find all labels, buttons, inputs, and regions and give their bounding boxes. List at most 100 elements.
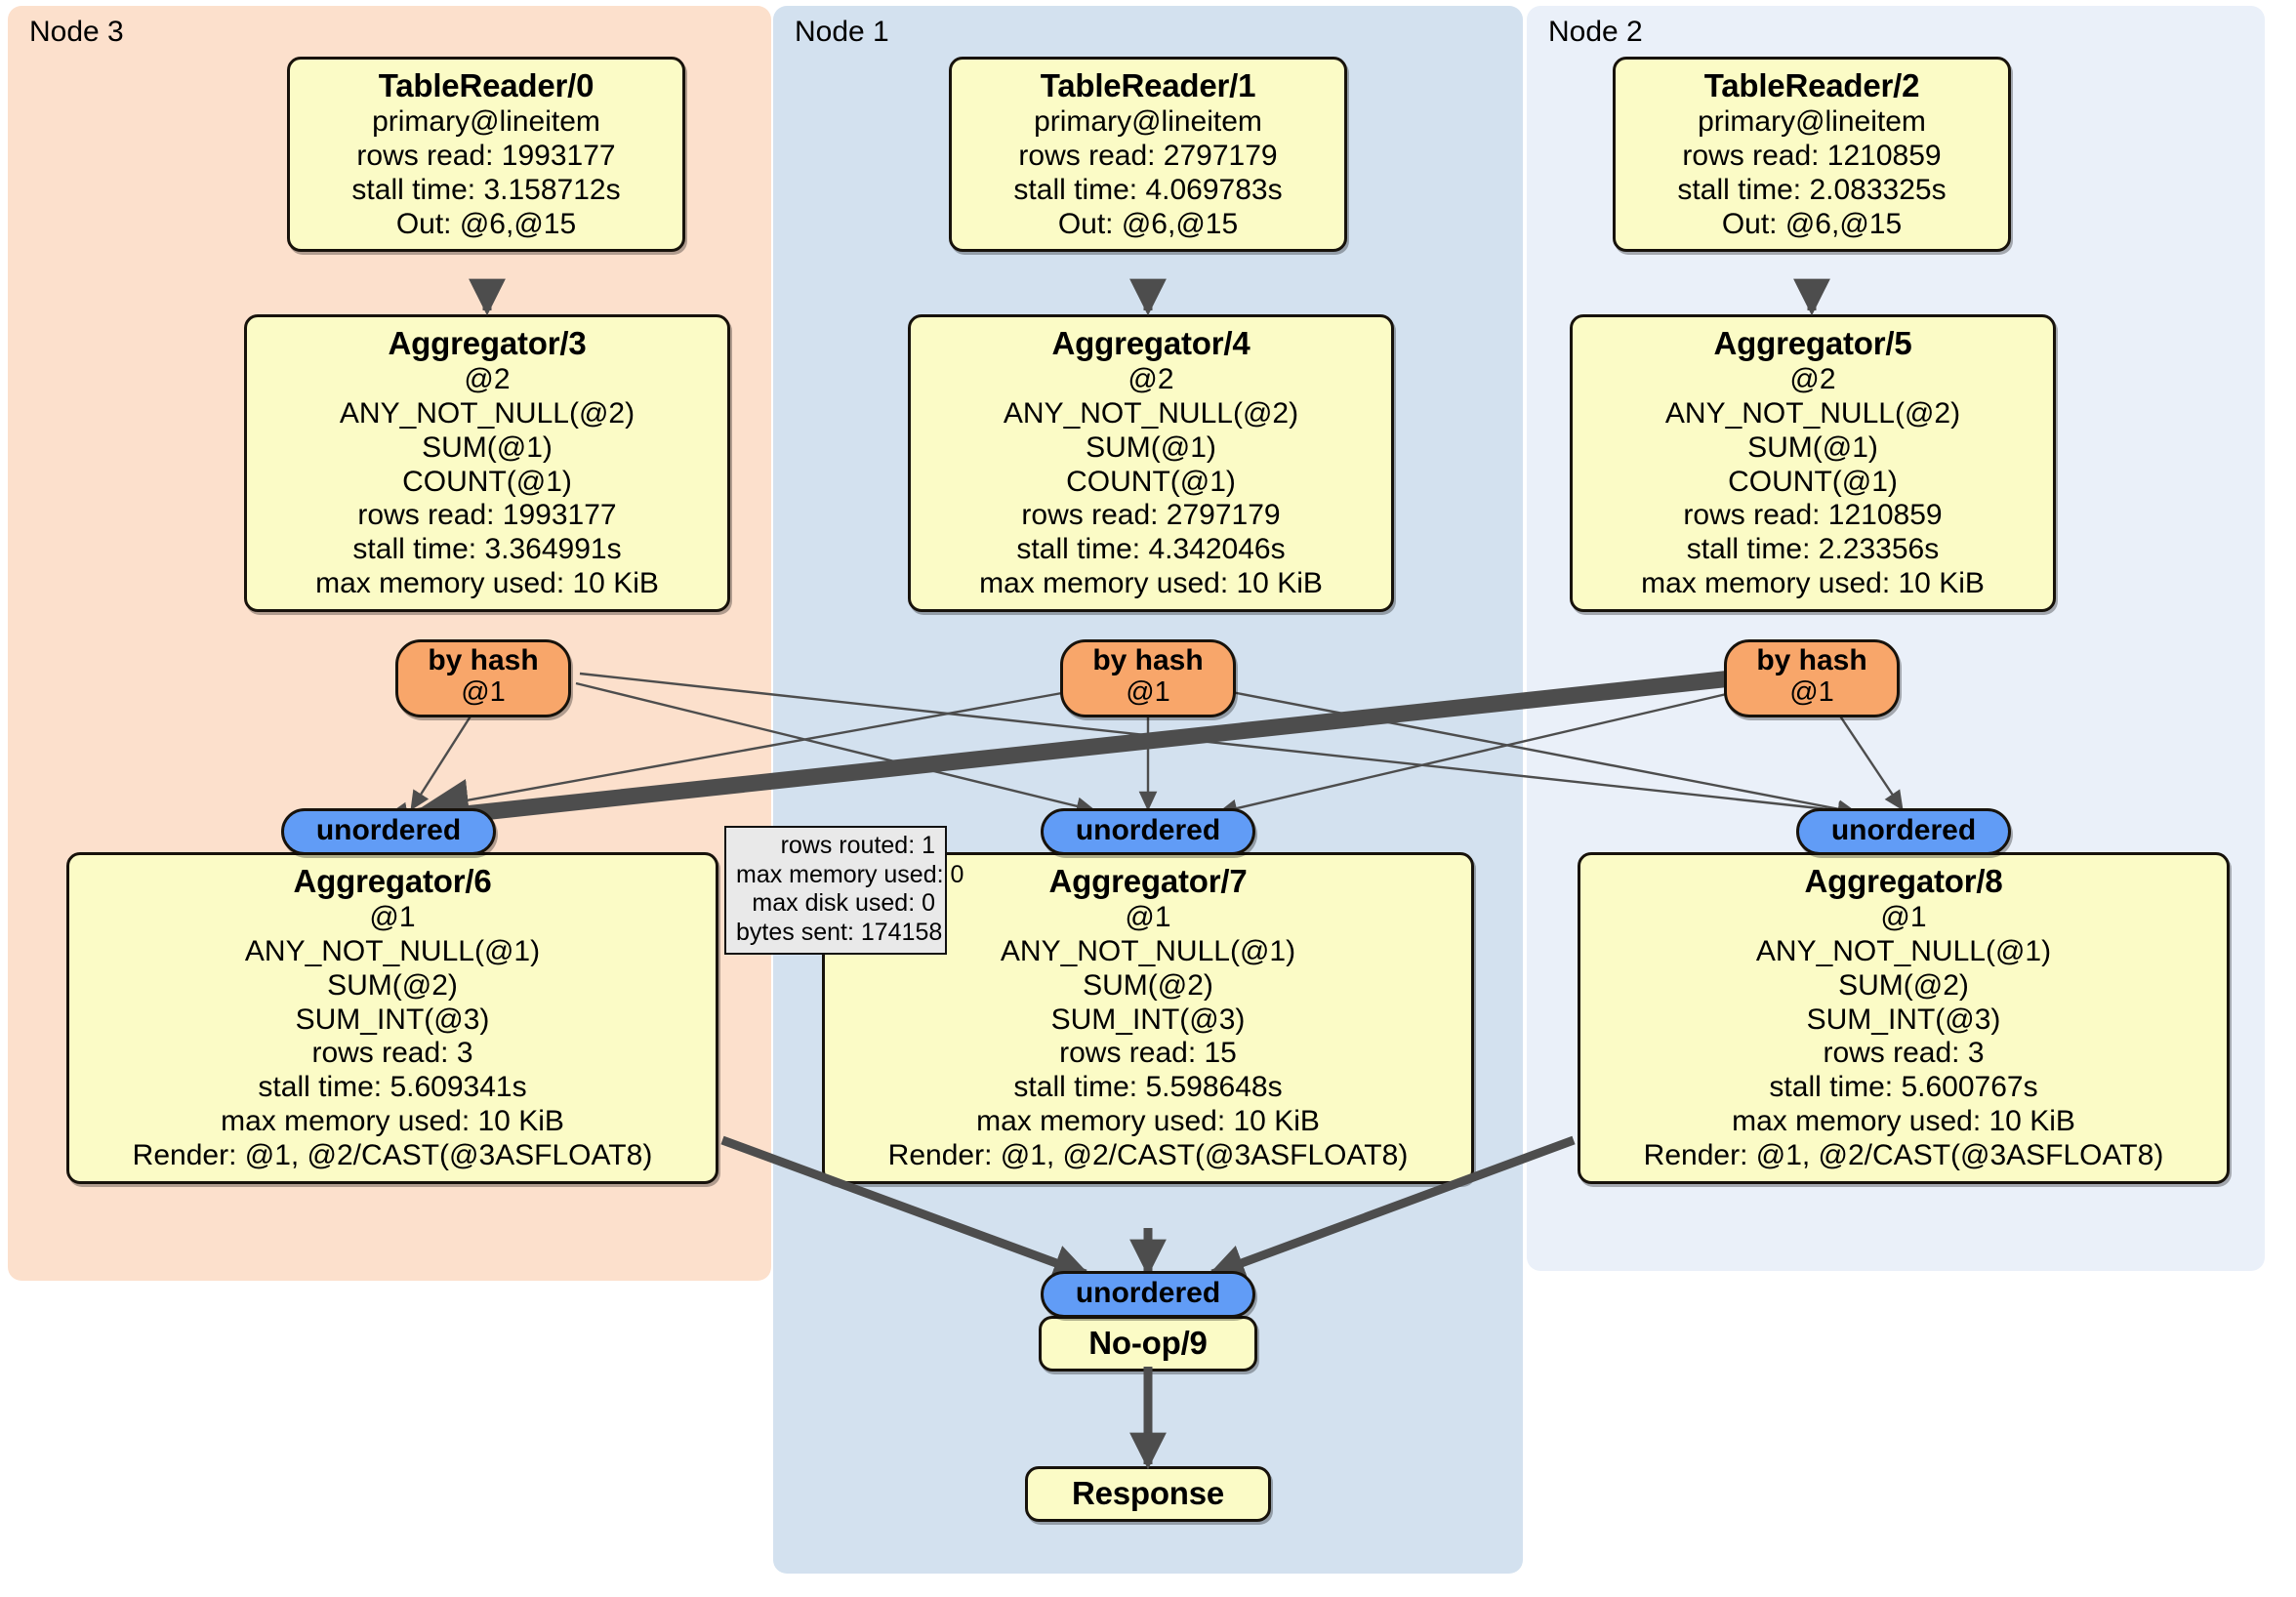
processor-line: stall time: 3.158712s xyxy=(351,173,621,206)
processor-line: Render: @1, @2/CAST(@3ASFLOAT8) xyxy=(887,1138,1409,1171)
processor-line: @1 xyxy=(1125,901,1171,934)
processor-line: ANY_NOT_NULL(@1) xyxy=(244,935,541,968)
processor-title: Aggregator/5 xyxy=(1713,325,1912,361)
stats-line: max disk used: 0 xyxy=(752,889,935,917)
router-subtitle: @1 xyxy=(461,676,506,708)
processor-line: @2 xyxy=(1789,363,1836,396)
processor-title: TableReader/0 xyxy=(378,67,594,103)
sync-unordered-7[interactable]: unordered xyxy=(1041,808,1255,855)
processor-tablereader-0[interactable]: TableReader/0 primary@lineitem rows read… xyxy=(287,57,685,253)
processor-line: rows read: 2797179 xyxy=(1021,499,1281,532)
processor-line: Out: @6,@15 xyxy=(395,207,577,240)
processor-aggregator-7[interactable]: Aggregator/7 @1 ANY_NOT_NULL(@1) SUM(@2)… xyxy=(822,852,1474,1184)
processor-tablereader-1[interactable]: TableReader/1 primary@lineitem rows read… xyxy=(949,57,1347,253)
processor-title: No-op/9 xyxy=(1088,1325,1208,1361)
router-title: by hash xyxy=(1756,644,1867,676)
processor-line: ANY_NOT_NULL(@1) xyxy=(1755,935,2052,968)
processor-line: rows read: 15 xyxy=(1059,1037,1237,1070)
processor-title: Response xyxy=(1071,1475,1225,1511)
processor-line: Render: @1, @2/CAST(@3ASFLOAT8) xyxy=(1643,1138,2164,1171)
processor-line: stall time: 5.598648s xyxy=(1013,1071,1283,1104)
stats-line: bytes sent: 174158 xyxy=(736,918,943,946)
stream-stats-box: rows routed: 1 max memory used: 0 max di… xyxy=(724,826,964,955)
processor-line: max memory used: 10 KiB xyxy=(315,567,659,600)
processor-line: SUM(@1) xyxy=(422,430,553,464)
processor-line: max memory used: 10 KiB xyxy=(1641,567,1985,600)
processor-title: TableReader/1 xyxy=(1040,67,1256,103)
router-title: by hash xyxy=(428,644,539,676)
processor-line: Out: @6,@15 xyxy=(1057,207,1239,240)
processor-line: max memory used: 10 KiB xyxy=(979,567,1323,600)
processor-line: stall time: 4.069783s xyxy=(1013,173,1283,206)
cluster-label-node-2: Node 2 xyxy=(1548,16,1643,48)
processor-aggregator-4[interactable]: Aggregator/4 @2 ANY_NOT_NULL(@2) SUM(@1)… xyxy=(908,314,1394,612)
stats-line: max memory used: 0 xyxy=(736,860,964,888)
processor-line: primary@lineitem xyxy=(1698,105,1926,139)
processor-line: COUNT(@1) xyxy=(1066,465,1236,498)
processor-aggregator-3[interactable]: Aggregator/3 @2 ANY_NOT_NULL(@2) SUM(@1)… xyxy=(244,314,730,612)
sync-unordered-6[interactable]: unordered xyxy=(281,808,496,855)
processor-line: @2 xyxy=(464,363,511,396)
processor-line: rows read: 1993177 xyxy=(357,499,617,532)
processor-line: rows read: 3 xyxy=(311,1037,473,1070)
processor-line: ANY_NOT_NULL(@2) xyxy=(1664,397,1961,430)
processor-title: Aggregator/4 xyxy=(1051,325,1250,361)
processor-aggregator-8[interactable]: Aggregator/8 @1 ANY_NOT_NULL(@1) SUM(@2)… xyxy=(1578,852,2230,1184)
cluster-label-node-3: Node 3 xyxy=(29,16,124,48)
processor-line: SUM(@1) xyxy=(1086,430,1216,464)
router-by-hash-4[interactable]: by hash @1 xyxy=(1060,639,1236,717)
processor-line: primary@lineitem xyxy=(1034,105,1262,139)
processor-line: stall time: 3.364991s xyxy=(352,533,622,566)
processor-line: SUM(@2) xyxy=(327,968,458,1002)
processor-line: Render: @1, @2/CAST(@3ASFLOAT8) xyxy=(132,1138,653,1171)
processor-line: max memory used: 10 KiB xyxy=(976,1105,1320,1138)
processor-line: COUNT(@1) xyxy=(402,465,572,498)
processor-title: Aggregator/3 xyxy=(388,325,587,361)
processor-tablereader-2[interactable]: TableReader/2 primary@lineitem rows read… xyxy=(1613,57,2011,253)
processor-line: max memory used: 10 KiB xyxy=(221,1105,564,1138)
processor-line: rows read: 3 xyxy=(1823,1037,1985,1070)
processor-line: SUM_INT(@3) xyxy=(295,1003,490,1036)
processor-response[interactable]: Response xyxy=(1025,1466,1271,1523)
processor-line: stall time: 5.600767s xyxy=(1769,1071,2038,1104)
processor-line: ANY_NOT_NULL(@2) xyxy=(1003,397,1299,430)
processor-line: @1 xyxy=(369,901,416,934)
processor-line: @1 xyxy=(1880,901,1927,934)
processor-line: primary@lineitem xyxy=(372,105,600,139)
processor-line: ANY_NOT_NULL(@1) xyxy=(1000,935,1296,968)
processor-line: SUM_INT(@3) xyxy=(1050,1003,1246,1036)
processor-title: Aggregator/8 xyxy=(1804,863,2003,899)
router-subtitle: @1 xyxy=(1789,676,1834,708)
processor-line: rows read: 2797179 xyxy=(1018,140,1278,173)
processor-aggregator-5[interactable]: Aggregator/5 @2 ANY_NOT_NULL(@2) SUM(@1)… xyxy=(1570,314,2056,612)
sync-unordered-9[interactable]: unordered xyxy=(1041,1271,1255,1318)
processor-line: stall time: 5.609341s xyxy=(258,1071,527,1104)
stats-line: rows routed: 1 xyxy=(780,832,935,859)
sync-unordered-8[interactable]: unordered xyxy=(1796,808,2011,855)
processor-line: SUM(@2) xyxy=(1838,968,1969,1002)
processor-line: COUNT(@1) xyxy=(1728,465,1898,498)
router-title: by hash xyxy=(1092,644,1204,676)
router-by-hash-5[interactable]: by hash @1 xyxy=(1724,639,1900,717)
processor-line: stall time: 4.342046s xyxy=(1016,533,1286,566)
processor-line: max memory used: 10 KiB xyxy=(1732,1105,2075,1138)
processor-title: Aggregator/7 xyxy=(1048,863,1248,899)
processor-line: Out: @6,@15 xyxy=(1721,207,1903,240)
processor-aggregator-6[interactable]: Aggregator/6 @1 ANY_NOT_NULL(@1) SUM(@2)… xyxy=(66,852,718,1184)
processor-line: @2 xyxy=(1128,363,1174,396)
processor-line: stall time: 2.23356s xyxy=(1686,533,1940,566)
router-subtitle: @1 xyxy=(1126,676,1170,708)
processor-line: ANY_NOT_NULL(@2) xyxy=(339,397,636,430)
processor-line: SUM(@1) xyxy=(1747,430,1878,464)
processor-title: Aggregator/6 xyxy=(293,863,492,899)
cluster-label-node-1: Node 1 xyxy=(795,16,889,48)
processor-line: SUM(@2) xyxy=(1083,968,1213,1002)
processor-line: rows read: 1210859 xyxy=(1682,140,1942,173)
processor-line: SUM_INT(@3) xyxy=(1806,1003,2001,1036)
processor-title: TableReader/2 xyxy=(1703,67,1920,103)
router-by-hash-3[interactable]: by hash @1 xyxy=(395,639,571,717)
processor-line: rows read: 1993177 xyxy=(356,140,616,173)
processor-noop-9[interactable]: No-op/9 xyxy=(1039,1316,1257,1372)
processor-line: rows read: 1210859 xyxy=(1683,499,1943,532)
